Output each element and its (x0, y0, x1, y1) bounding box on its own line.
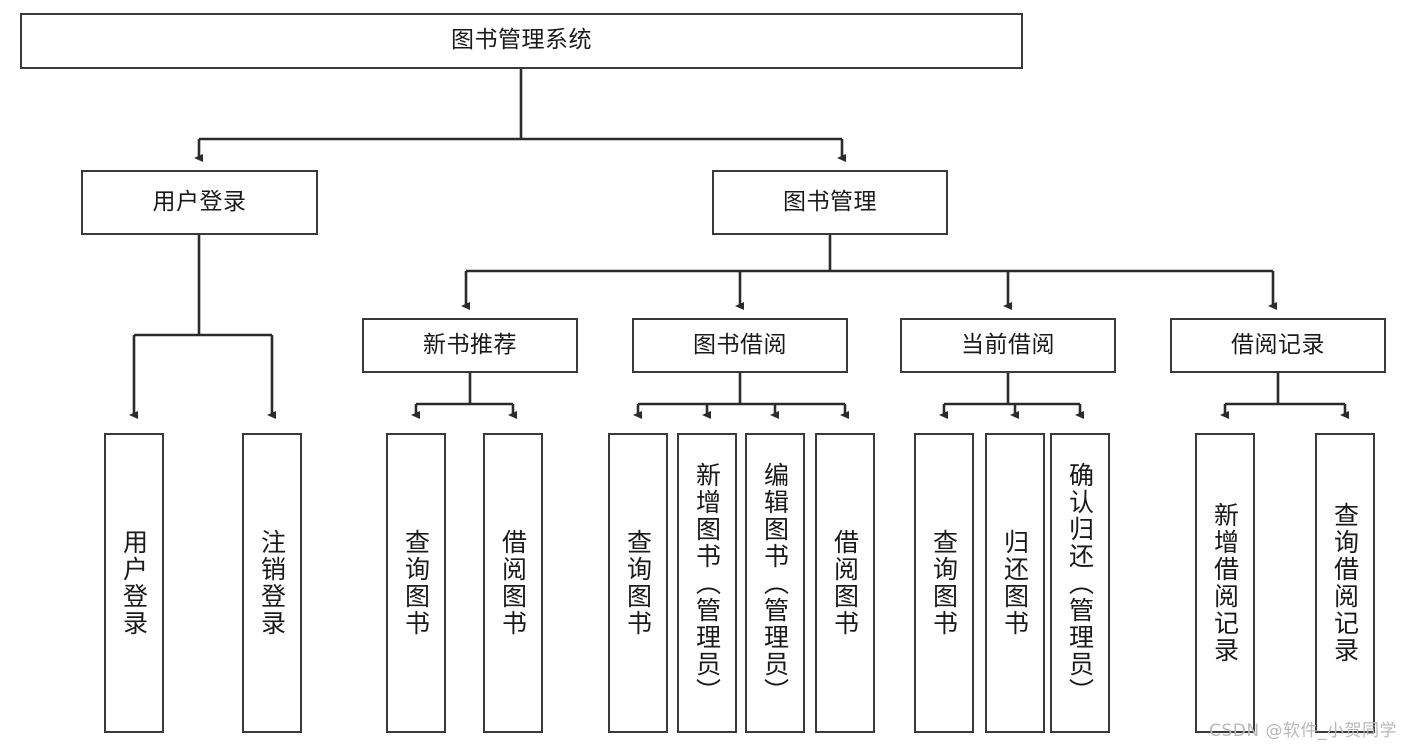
leaf-currentborrow-query-book-label: 查询图书 (929, 529, 959, 637)
leaf-currentborrow-return-book-label: 归还图书 (1000, 529, 1030, 637)
leaf-newbook-query-book-label: 查询图书 (401, 529, 431, 637)
node-root[interactable]: 图书管理系统 (20, 13, 1023, 69)
leaf-borrowrecord-query-record-label: 查询借阅记录 (1330, 502, 1360, 664)
leaf-bookborrow-query-book-label: 查询图书 (623, 529, 653, 637)
csdn-watermark: CSDN @软件_小贺同学 (1209, 721, 1397, 741)
leaf-logout[interactable]: 注销登录 (242, 433, 302, 733)
leaf-borrowrecord-add-record-label: 新增借阅记录 (1210, 502, 1240, 664)
leaf-borrowrecord-add-record[interactable]: 新增借阅记录 (1195, 433, 1255, 733)
node-user-login-label: 用户登录 (152, 188, 247, 215)
leaf-newbook-query-book[interactable]: 查询图书 (386, 433, 446, 733)
leaf-bookborrow-add-book-label: 新增图书（管理员） (692, 461, 722, 705)
node-root-label: 图书管理系统 (451, 27, 592, 54)
node-new-book-recommend-label: 新书推荐 (423, 331, 517, 358)
node-book-borrow-label: 图书借阅 (693, 331, 787, 358)
leaf-user-login[interactable]: 用户登录 (104, 433, 164, 733)
node-book-management-label: 图书管理 (783, 188, 877, 215)
node-current-borrow-label: 当前借阅 (961, 331, 1055, 358)
node-borrow-record-label: 借阅记录 (1231, 331, 1325, 358)
leaf-bookborrow-edit-book-label: 编辑图书（管理员） (760, 461, 790, 705)
leaf-newbook-borrow-book[interactable]: 借阅图书 (483, 433, 543, 733)
leaf-bookborrow-add-book[interactable]: 新增图书（管理员） (677, 433, 737, 733)
leaf-bookborrow-borrow-book-label: 借阅图书 (830, 529, 860, 637)
leaf-user-login-label: 用户登录 (119, 529, 149, 637)
leaf-newbook-borrow-book-label: 借阅图书 (498, 529, 528, 637)
node-new-book-recommend[interactable]: 新书推荐 (362, 318, 578, 373)
node-user-login[interactable]: 用户登录 (81, 170, 318, 235)
leaf-logout-label: 注销登录 (257, 529, 287, 637)
node-book-borrow[interactable]: 图书借阅 (632, 318, 848, 373)
leaf-currentborrow-query-book[interactable]: 查询图书 (914, 433, 974, 733)
leaf-bookborrow-query-book[interactable]: 查询图书 (608, 433, 668, 733)
leaf-currentborrow-confirm-return[interactable]: 确认归还（管理员） (1050, 433, 1110, 733)
leaf-bookborrow-edit-book[interactable]: 编辑图书（管理员） (745, 433, 805, 733)
node-borrow-record[interactable]: 借阅记录 (1170, 318, 1386, 373)
node-current-borrow[interactable]: 当前借阅 (900, 318, 1116, 373)
node-book-management[interactable]: 图书管理 (712, 170, 948, 235)
leaf-bookborrow-borrow-book[interactable]: 借阅图书 (815, 433, 875, 733)
leaf-currentborrow-confirm-return-label: 确认归还（管理员） (1065, 461, 1095, 705)
leaf-borrowrecord-query-record[interactable]: 查询借阅记录 (1315, 433, 1375, 733)
leaf-currentborrow-return-book[interactable]: 归还图书 (985, 433, 1045, 733)
